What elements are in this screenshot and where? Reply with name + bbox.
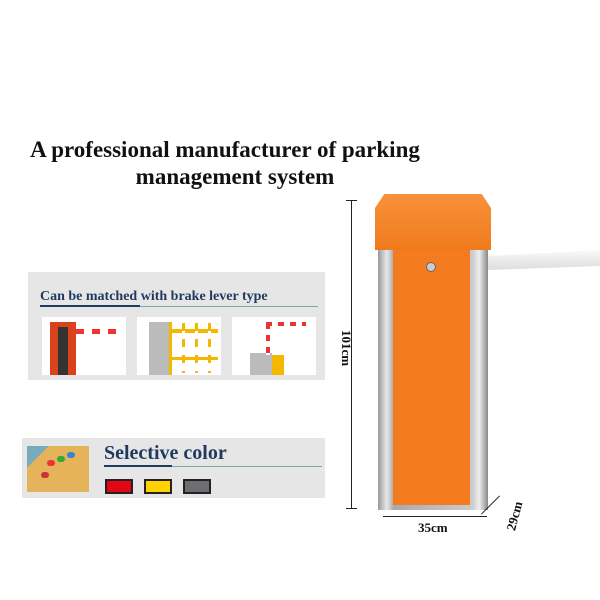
- lever-type-panel: Can be matched with brake lever type: [28, 272, 325, 380]
- barrier-arm: [488, 250, 600, 270]
- depth-dimension: 29cm: [503, 499, 526, 533]
- lock-icon: [426, 262, 436, 272]
- thumbnail-folding-arm: [232, 317, 316, 375]
- width-dimension: 35cm: [418, 520, 448, 535]
- lever-panel-title: Can be matched with brake lever type: [40, 289, 268, 304]
- color-panel: Selective color: [22, 438, 325, 498]
- color-swatch-yellow: [144, 479, 172, 494]
- cabinet-door: [393, 250, 470, 505]
- thumbnail-fence-arm: [137, 317, 221, 375]
- color-swatch-gray: [183, 479, 211, 494]
- paint-palette-image: [27, 446, 89, 492]
- cabinet-top-cap: [375, 194, 491, 250]
- color-panel-title: Selective color: [104, 442, 227, 464]
- thumbnail-straight-arm: [42, 317, 126, 375]
- height-dimension: 101cm: [339, 329, 355, 367]
- headline-line1: A professional manufacturer of parking: [30, 137, 420, 162]
- headline-line2: management system: [135, 164, 335, 189]
- color-swatch-red: [105, 479, 133, 494]
